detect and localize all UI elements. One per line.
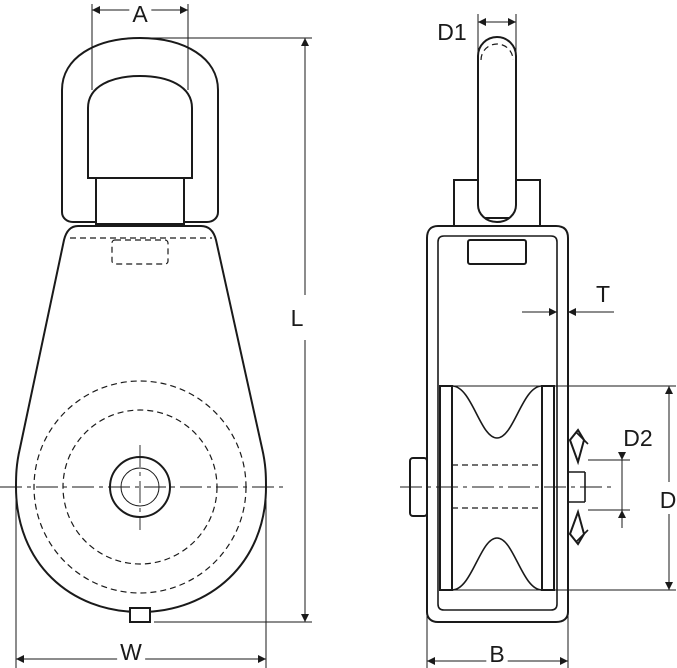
label-backing bbox=[287, 304, 307, 332]
dimension-d: D bbox=[550, 385, 677, 591]
dimension-l: L bbox=[150, 37, 312, 623]
label-backing bbox=[620, 424, 656, 452]
axle-nub bbox=[129, 607, 151, 623]
swivel-collar bbox=[95, 177, 185, 225]
cotter-pin bbox=[568, 428, 589, 546]
sheave-side bbox=[439, 385, 555, 591]
side-swivel-collar bbox=[453, 179, 541, 229]
front-view: A L W bbox=[0, 0, 312, 668]
label-l: L bbox=[291, 305, 304, 331]
housing-outer bbox=[426, 225, 569, 623]
side-view: D1 T D2 D B bbox=[400, 14, 677, 668]
label-d2: D2 bbox=[623, 425, 652, 451]
sheave-groove-bottom bbox=[451, 537, 543, 591]
label-backing bbox=[129, 0, 152, 28]
dimension-d1: D1 bbox=[434, 14, 517, 56]
label-d1: D1 bbox=[437, 19, 466, 45]
side-plate bbox=[14, 225, 268, 614]
label-backing bbox=[117, 638, 146, 666]
dimension-a: A bbox=[91, 0, 189, 90]
label-backing bbox=[592, 280, 614, 308]
label-backing bbox=[656, 486, 677, 514]
label-backing bbox=[434, 18, 470, 46]
swivel-eye-opening bbox=[87, 74, 193, 179]
label-t: T bbox=[596, 281, 610, 307]
side-swivel-nut bbox=[467, 239, 527, 265]
dimension-w: W bbox=[15, 500, 267, 668]
label-backing bbox=[486, 640, 508, 668]
dimension-d2: D2 bbox=[588, 424, 656, 528]
label-d: D bbox=[660, 487, 677, 513]
sheave-groove-top bbox=[451, 385, 543, 439]
dimension-t: T bbox=[522, 280, 614, 316]
shackle-shank bbox=[477, 36, 517, 219]
dimension-b: B bbox=[426, 600, 569, 668]
label-b: B bbox=[489, 641, 504, 667]
label-a: A bbox=[132, 1, 148, 27]
shank-hidden-arc bbox=[480, 43, 514, 61]
housing-inner bbox=[437, 235, 558, 611]
label-w: W bbox=[120, 639, 142, 665]
swivel-nut-hidden bbox=[111, 239, 169, 265]
